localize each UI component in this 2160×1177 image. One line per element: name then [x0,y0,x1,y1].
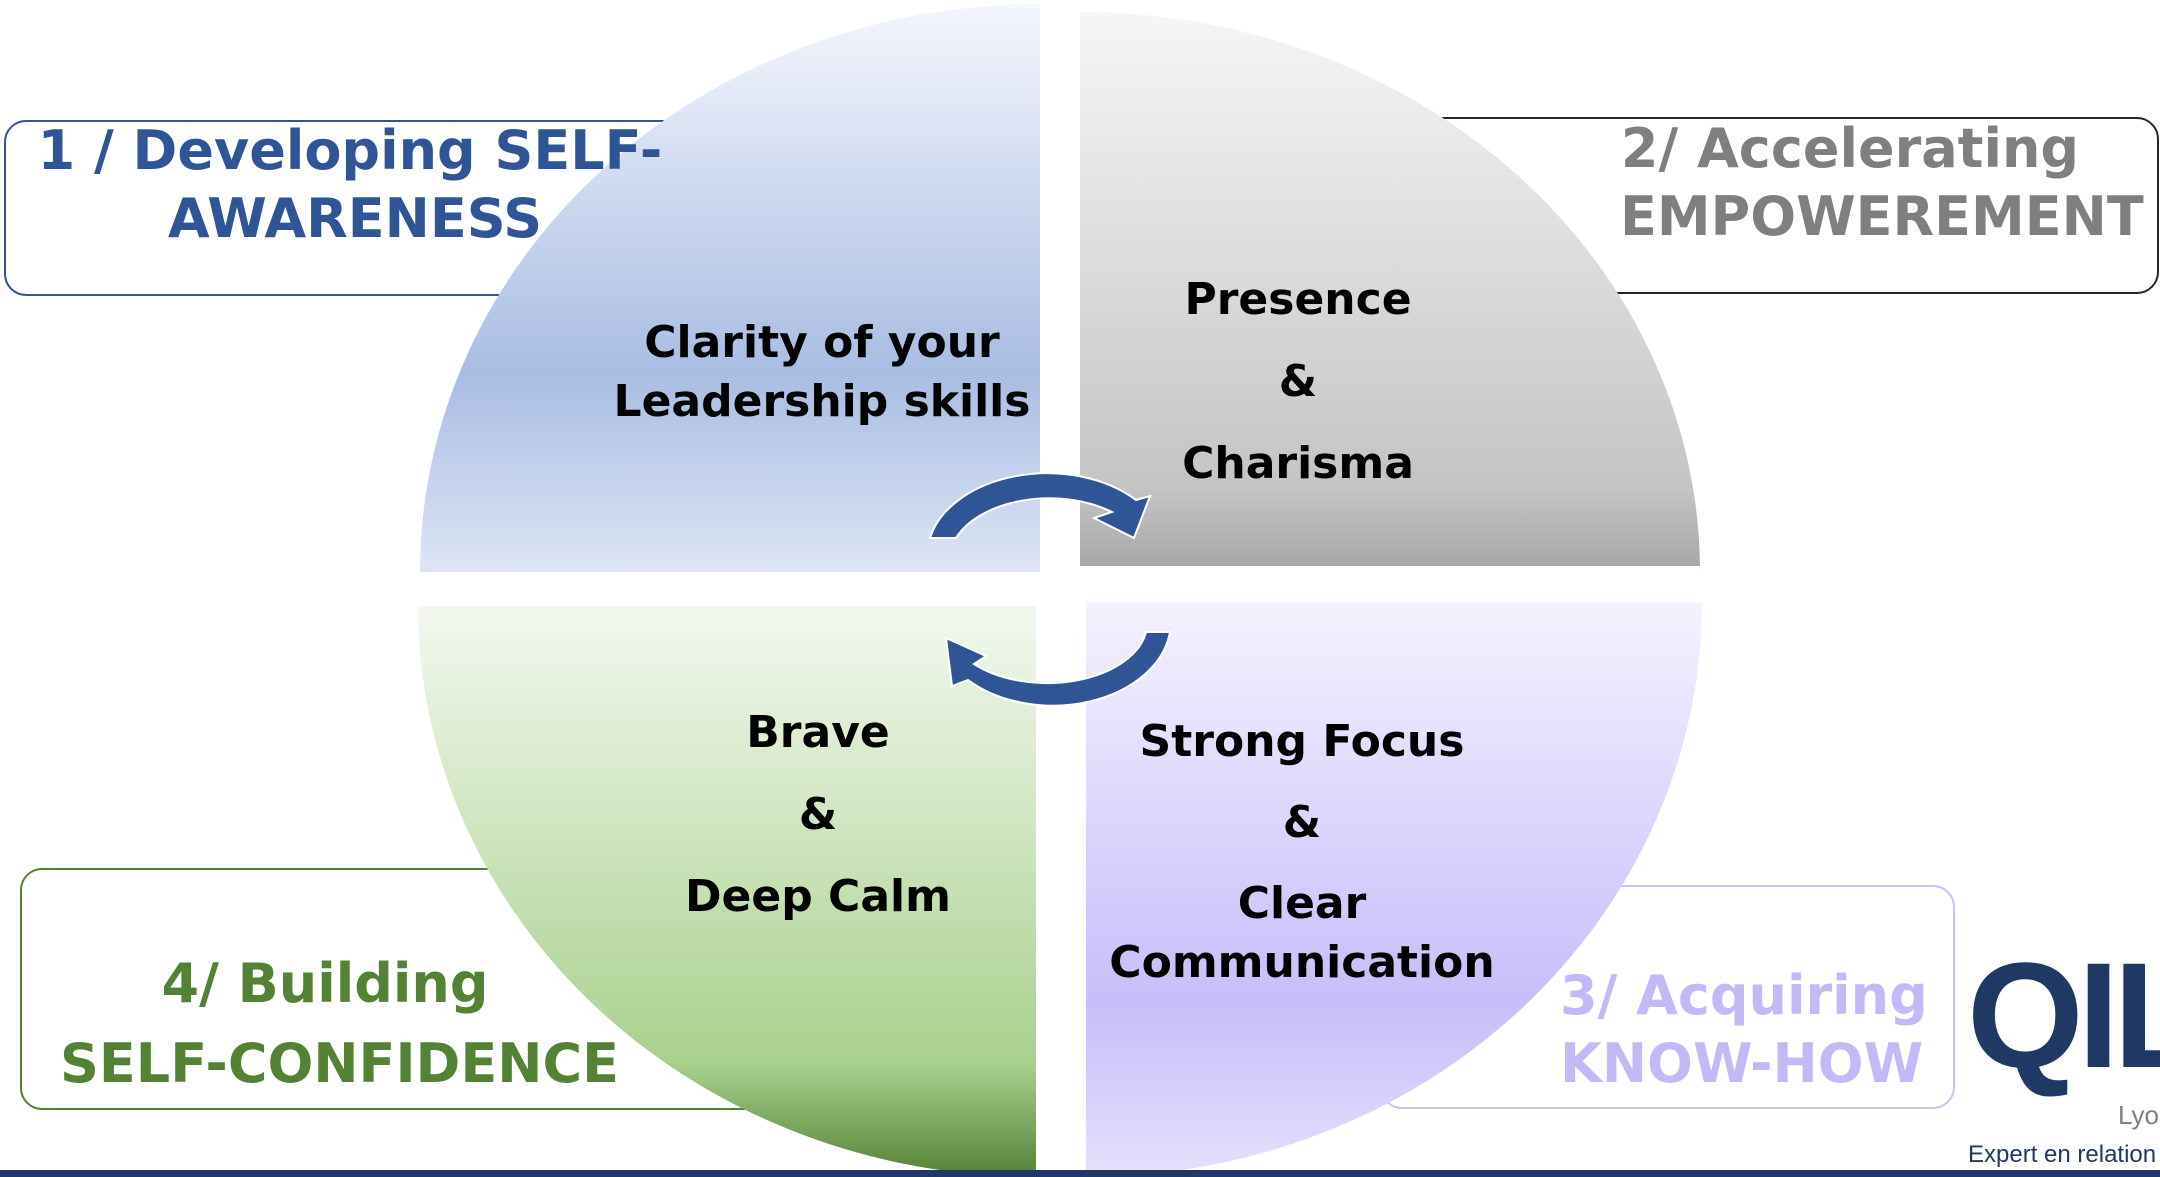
company-logo: QIL Lyo Expert en relation [1960,940,2160,1177]
cycle-arrow-top [928,472,1152,540]
step-4-title-line2: SELF-CONFIDENCE [60,1032,619,1095]
step-4-title-line1: 4/ Building [161,952,489,1015]
quadrant-brave-text: Brave & Deep Calm [685,692,951,938]
quadrant-clarity-line2: Leadership skills [613,376,1031,427]
quadrant-brave-line1: Brave [746,707,890,758]
quadrant-focus [1086,602,1702,1177]
quadrant-clarity-text: Clarity of your Leadership skills [614,313,1031,431]
quadrant-focus-line4: Communication [1109,937,1495,988]
quadrant-presence-line3: Charisma [1182,438,1414,489]
quadrant-focus-line3: Clear [1237,878,1367,929]
quadrant-brave-line2: & [798,789,838,840]
quadrant-presence-line2: & [1278,356,1318,407]
step-1-title: 1 / Developing SELF- AWARENESS [20,117,680,253]
step-2-title: 2/ Accelerating EMPOWEREMENT [1620,115,2144,251]
logo-wordmark: QIL [1967,940,2160,1099]
step-2-title-line2: EMPOWEREMENT [1620,185,2144,248]
step-3-title-line2: KNOW-HOW [1560,1032,1924,1095]
step-1-title-line1: 1 / Developing SELF- [37,119,663,182]
quadrant-focus-text: Strong Focus & Clear Communication [1109,701,1494,1003]
quadrant-presence-line1: Presence [1184,274,1412,325]
quadrant-presence-text: Presence & Charisma [1182,259,1414,505]
step-3-title: 3/ Acquiring KNOW-HOW [1560,962,1928,1098]
quadrant-focus-line2: & [1282,797,1322,848]
quadrant-presence [1080,12,1700,572]
logo-city: Lyo [2118,1100,2159,1130]
step-4-title: 4/ Building SELF-CONFIDENCE [60,944,619,1104]
quadrant-brave [418,606,1036,1177]
step-3-title-line1: 3/ Acquiring [1560,964,1928,1027]
step-1-title-line2: AWARENESS [167,187,543,250]
quadrant-focus-line1: Strong Focus [1139,716,1465,767]
cycle-arrow-bottom [944,631,1172,707]
quadrant-clarity-line1: Clarity of your [644,317,1000,368]
quadrant-clarity [420,4,1040,572]
logo-tagline: Expert en relation [1968,1141,2157,1168]
quadrant-brave-line3: Deep Calm [685,871,951,922]
bottom-rule [0,1170,2160,1177]
step-2-title-line1: 2/ Accelerating [1620,117,2080,180]
